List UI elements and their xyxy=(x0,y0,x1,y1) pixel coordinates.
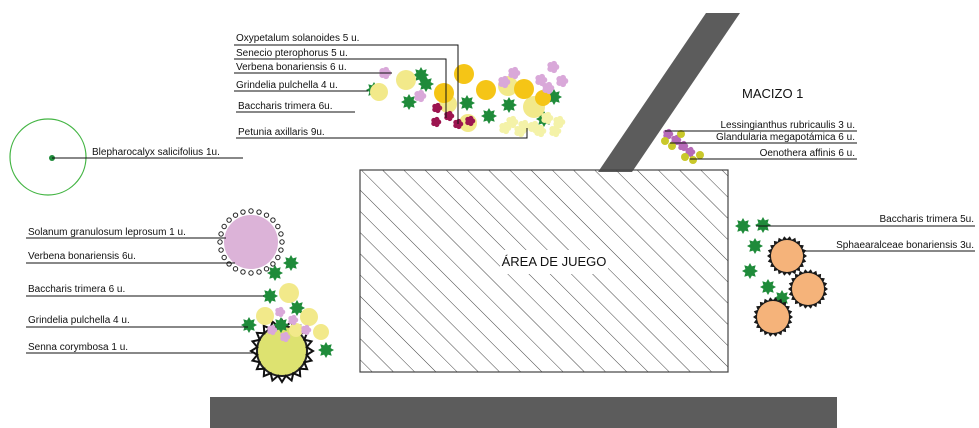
petunia-flower xyxy=(514,124,527,138)
sphaeralcea-shrub xyxy=(753,297,793,337)
label-petunia: Petunia axillaris 9u. xyxy=(238,127,325,138)
verbena-flower xyxy=(498,75,511,89)
senecio-flower xyxy=(514,79,534,99)
oxypetalum-flower xyxy=(465,115,476,127)
oenothera-flower xyxy=(661,137,669,145)
label-oenothera: Oenothera affinis 6 u. xyxy=(760,148,855,159)
grindelia-flower xyxy=(370,83,388,101)
sphaeralcea-shrub xyxy=(788,269,828,309)
petunia-flower xyxy=(506,115,519,129)
oxypetalum-flower xyxy=(432,102,443,114)
baccharis-shrub xyxy=(241,317,257,333)
petunia-flower xyxy=(549,124,562,138)
label-grindelia-top: Grindelia pulchella 4 u. xyxy=(236,80,338,91)
sphaeralcea-shrub xyxy=(767,236,807,276)
label-grindelia-left: Grindelia pulchella 4 u. xyxy=(28,315,130,326)
bottom-path xyxy=(210,397,837,428)
lessingianthus-flower xyxy=(685,146,696,158)
baccharis-shrub xyxy=(735,218,751,234)
verbena-flower xyxy=(267,324,278,336)
label-baccharis-left: Baccharis trimera 6 u. xyxy=(28,284,125,295)
label-blepharocalyx: Blepharocalyx salicifolius 1u. xyxy=(92,147,220,158)
verbena-flower xyxy=(414,89,427,103)
baccharis-shrub xyxy=(459,95,475,111)
baccharis-shrub xyxy=(760,279,776,295)
verbena-flower xyxy=(508,66,521,80)
verbena-flower xyxy=(535,73,548,87)
baccharis-shrub xyxy=(413,67,429,83)
grindelia-flower xyxy=(289,323,303,337)
label-lessingianthus: Lessingianthus rubricaulis 3 u. xyxy=(720,120,855,131)
oxypetalum-flower xyxy=(431,116,442,128)
oenothera-flower xyxy=(677,130,685,138)
label-senecio: Senecio pterophorus 5 u. xyxy=(236,48,348,59)
petunia-flower xyxy=(499,121,512,135)
label-verbena-left: Verbena bonariensis 6u. xyxy=(28,251,136,262)
oenothera-flower xyxy=(696,151,704,159)
label-verbena-top: Verbena bonariensis 6 u. xyxy=(236,62,347,73)
verbena-flower xyxy=(275,306,286,318)
baccharis-shrub xyxy=(318,342,334,358)
verbena-flower xyxy=(288,314,299,326)
verbena-flower xyxy=(301,324,312,336)
label-senna: Senna corymbosa 1 u. xyxy=(28,342,128,353)
label-glandularia: Glandularia megapotámica 6 u. xyxy=(716,132,855,143)
verbena-flower xyxy=(556,74,569,88)
verbena-flower xyxy=(547,60,560,74)
solanum-shrub xyxy=(217,208,285,276)
grindelia-flower xyxy=(313,324,329,340)
label-solanum: Solanum granulosum leprosum 1 u. xyxy=(28,227,186,238)
label-oxypetalum: Oxypetalum solanoides 5 u. xyxy=(236,33,359,44)
bed-title: MACIZO 1 xyxy=(742,86,803,101)
senecio-flower xyxy=(434,83,454,103)
senecio-flower xyxy=(535,90,551,106)
label-texts: Oxypetalum solanoides 5 u. Senecio ptero… xyxy=(28,33,974,353)
baccharis-shrub xyxy=(289,300,305,316)
grindelia-flower xyxy=(396,70,416,90)
oenothera-flower xyxy=(681,153,689,161)
baccharis-shrub xyxy=(267,265,283,281)
play-area: ÁREA DE JUEGO xyxy=(359,169,729,373)
blepharocalyx-tree xyxy=(9,118,87,196)
baccharis-shrub xyxy=(501,97,517,113)
label-baccharis-right: Baccharis trimera 5u. xyxy=(880,214,974,225)
play-area-label: ÁREA DE JUEGO xyxy=(502,254,607,269)
petunia-flower xyxy=(534,124,547,138)
baccharis-shrub xyxy=(755,217,771,233)
baccharis-shrub xyxy=(401,94,417,110)
petunia-flower xyxy=(541,111,554,125)
baccharis-shrub xyxy=(481,108,497,124)
baccharis-shrub xyxy=(283,255,299,271)
grindelia-flower xyxy=(256,307,274,325)
baccharis-shrub xyxy=(747,238,763,254)
label-sphaeralcea: Sphaearalceae bonariensis 3u. xyxy=(836,240,974,251)
senecio-flower xyxy=(454,64,474,84)
label-baccharis-top: Baccharis trimera 6u. xyxy=(238,101,332,112)
grindelia-flower xyxy=(279,283,299,303)
plant-symbols xyxy=(241,60,828,358)
verbena-flower xyxy=(542,81,555,95)
petunia-flower xyxy=(553,115,566,129)
senecio-flower xyxy=(476,80,496,100)
plant-labels xyxy=(26,44,975,354)
oenothera-flower xyxy=(689,156,697,164)
baccharis-shrub xyxy=(742,263,758,279)
verbena-flower xyxy=(280,331,291,343)
oenothera-flower xyxy=(668,142,676,150)
baccharis-shrub xyxy=(262,288,278,304)
grindelia-flower xyxy=(300,308,318,326)
diagonal-path xyxy=(598,13,740,172)
